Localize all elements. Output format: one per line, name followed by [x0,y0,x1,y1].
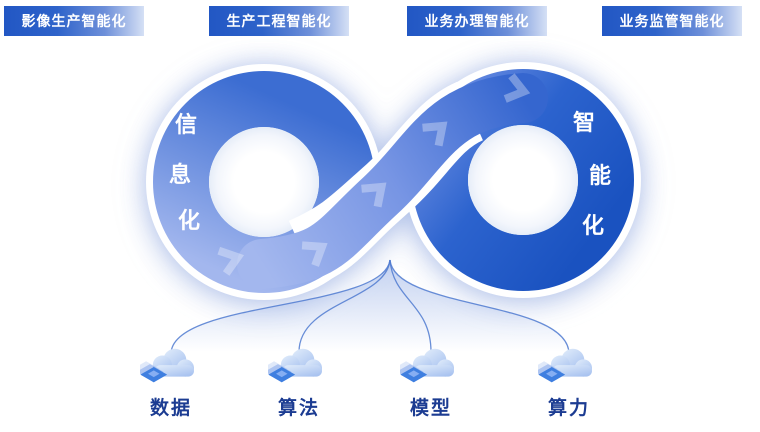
left-loop-char-1: 信 [174,112,197,137]
foundation-label-algorithm: 算法 [277,398,320,419]
right-loop-hole [468,125,578,235]
cloud-data-icon [140,348,194,383]
flow-arrow-icon [503,73,531,103]
connector-line-compute [389,259,570,355]
pill-image-production: 影像生产智能化 [4,6,144,36]
foundation-item-algorithm: 算法 [249,344,349,420]
foundation-label-model: 模型 [409,398,452,419]
flow-arrow-icon [301,241,328,267]
cloud-algorithm-icon [268,348,322,383]
crossover-band [237,73,548,289]
foundation-label-compute: 算力 [547,398,590,419]
funnel-glow [171,260,569,354]
pill-business-supervision: 业务监管智能化 [602,6,742,36]
pill-business-handling: 业务办理智能化 [407,6,547,36]
left-loop-char-2: 息 [168,162,191,187]
foundation-item-data: 数据 [121,344,221,420]
foundation-label-data: 数据 [149,398,192,419]
connector-line-data [170,259,391,355]
foundation-item-model: 模型 [381,344,481,420]
connector-line-algorithm [298,259,391,353]
cloud-model-icon [400,348,454,383]
left-loop-char-3: 化 [177,208,200,233]
foundation-item-compute: 算力 [519,344,619,420]
right-loop-char-1: 智 [572,110,595,135]
flow-arrow-icon [422,121,448,147]
flow-arrow-icon [361,182,387,208]
left-loop-hole [209,127,319,237]
right-loop-char-2: 能 [588,163,611,188]
right-loop-char-3: 化 [581,213,604,238]
flow-arrow-icon [217,246,245,276]
pill-production-engineering: 生产工程智能化 [209,6,349,36]
cloud-compute-icon [538,348,592,383]
connector-line-model [389,259,432,353]
